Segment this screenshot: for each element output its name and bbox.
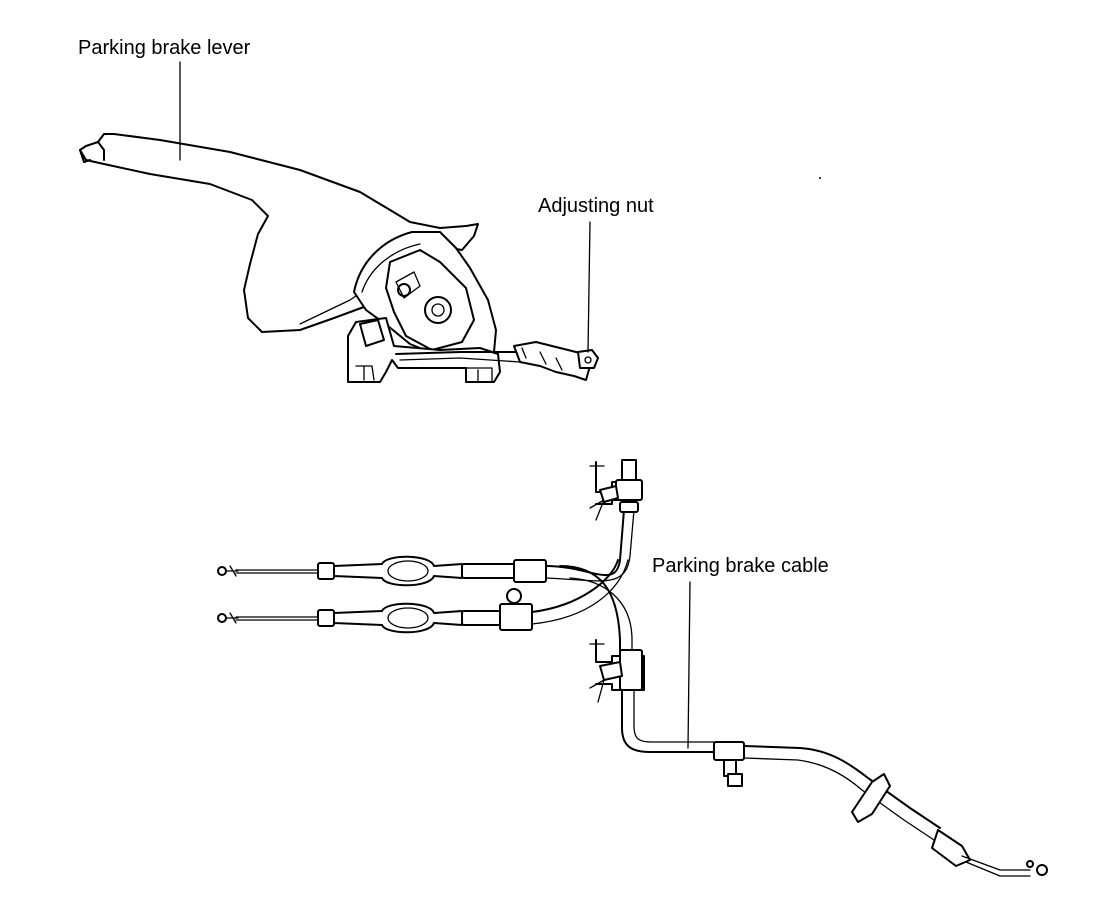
adjusting-nut-shape [577, 349, 599, 369]
boot-lower-ring [387, 607, 429, 629]
equalizer-bracket [513, 341, 591, 381]
end-wire [961, 855, 1031, 877]
sleeve-upper-2 [461, 563, 517, 579]
cable-cross-down [559, 565, 621, 657]
boot-upper [333, 555, 463, 587]
mid-clamp [619, 649, 643, 691]
cable-upper-to-top-inner [545, 509, 635, 582]
sheathed-cable [743, 745, 941, 829]
clamp-lower [499, 603, 533, 631]
cable-lower-sweep [531, 559, 619, 613]
main-cable-inner [633, 689, 717, 743]
top-clip [599, 485, 619, 503]
end-ring [1036, 864, 1048, 876]
bracket-mount-left [355, 365, 375, 381]
parking-brake-lever-assembly [79, 133, 599, 383]
parking-brake-cable-assembly [217, 459, 1048, 877]
cable-end-lower-ring [217, 613, 227, 623]
grommet [851, 773, 891, 823]
sleeve-lower-2 [461, 610, 503, 626]
lever-end-cap [79, 141, 105, 163]
bracket-mount-right [465, 367, 493, 383]
bracket-clip [359, 319, 385, 347]
top-collar [619, 501, 639, 513]
cable-lower-sweep-inner [531, 559, 629, 625]
stray-dot [819, 177, 821, 179]
cable-leader-line [687, 581, 691, 749]
pivot-bolt [424, 296, 452, 324]
adjusting-nut-hole [584, 356, 592, 364]
parking-brake-lever-label: Parking brake lever [78, 37, 251, 59]
tee-fitting [713, 741, 745, 761]
top-clamp [615, 479, 643, 501]
pin-slot [395, 271, 421, 299]
pivot-bolt-center [431, 303, 445, 317]
ratchet-sector-edge [361, 243, 421, 293]
inner-wire-upper [235, 569, 319, 574]
parking-brake-cable-label: Parking brake cable [652, 555, 829, 577]
cable-upper-to-top [545, 509, 625, 577]
adjusting-nut-label: Adjusting nut [538, 195, 654, 217]
sheathed-cable-inner [743, 757, 935, 841]
clamp-lower-bolt [506, 588, 522, 604]
end-fitting [931, 829, 971, 867]
boot-upper-ring [387, 560, 429, 582]
boot-lower [333, 602, 463, 634]
lever-bracket-base [347, 317, 501, 383]
inner-wire-lower [235, 616, 319, 621]
sleeve-lower-1 [317, 609, 335, 627]
sleeve-upper-1 [317, 562, 335, 580]
cable-end-upper-ring [217, 566, 227, 576]
cable-cross-down-inner [569, 577, 633, 657]
cable-end-upper-tip [225, 565, 239, 577]
tee-bolt [727, 773, 743, 787]
end-ring-small [1026, 860, 1034, 868]
mid-clip [599, 661, 623, 681]
equalizer-detail [521, 347, 563, 371]
clamp-upper [513, 559, 547, 583]
nut-leader-line [587, 221, 591, 353]
cable-end-lower-tip [225, 612, 239, 624]
main-cable [621, 689, 717, 753]
